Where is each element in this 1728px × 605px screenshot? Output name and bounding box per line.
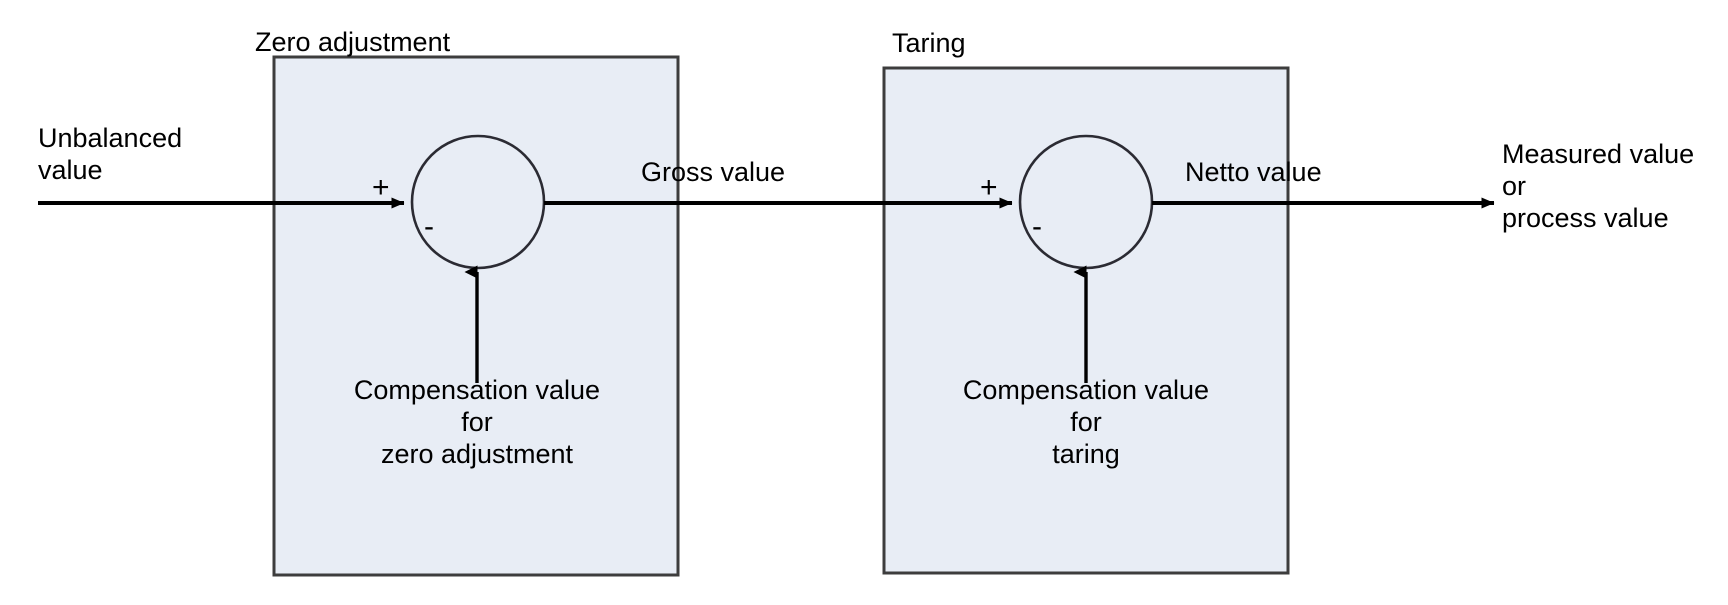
- output-label-measured-value: Measured value or process value: [1502, 139, 1695, 233]
- block-title-zero-adjustment: Zero adjustment: [255, 27, 451, 57]
- plus-sign-zero-adjustment: +: [372, 171, 390, 204]
- minus-sign-taring: -: [1032, 210, 1042, 243]
- signal-label-gross-value: Gross value: [641, 157, 786, 187]
- plus-sign-taring: +: [980, 171, 998, 204]
- compensation-label-taring: Compensation value for taring: [962, 375, 1210, 469]
- signal-label-netto-value: Netto value: [1185, 157, 1322, 187]
- input-label-unbalanced-value: Unbalanced value: [38, 123, 183, 185]
- minus-sign-zero-adjustment: -: [424, 210, 434, 243]
- block-title-taring: Taring: [892, 28, 966, 58]
- compensation-label-zero-adjustment: Compensation value for zero adjustment: [353, 375, 601, 469]
